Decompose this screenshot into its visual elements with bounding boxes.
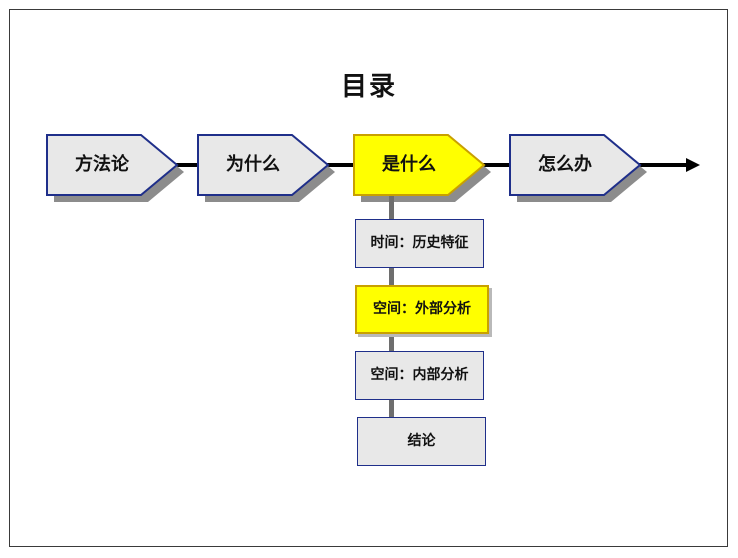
chevron-methodology[interactable] — [46, 134, 179, 196]
chevron-how[interactable] — [509, 134, 642, 196]
connector-line — [389, 196, 394, 219]
sub-item-internal-analysis[interactable]: 空间：内部分析 — [355, 351, 484, 400]
chevron-methodology-label: 方法论 — [75, 154, 129, 175]
chevron-why[interactable] — [197, 134, 330, 196]
sub-item-external-analysis[interactable]: 空间：外部分析 — [355, 285, 489, 334]
chevron-what-label: 是什么 — [382, 154, 436, 175]
chevron-how-label: 怎么办 — [538, 154, 592, 175]
connector-line — [389, 400, 394, 417]
page-title: 目录 — [340, 72, 397, 102]
connector-line — [389, 268, 394, 285]
timeline-arrowhead — [686, 158, 700, 172]
sub-item-history[interactable]: 时间：历史特征 — [355, 219, 484, 268]
connector-line — [389, 334, 394, 351]
sub-item-conclusion[interactable]: 结论 — [357, 417, 486, 466]
chevron-what[interactable] — [353, 134, 486, 196]
chevron-why-label: 为什么 — [226, 154, 280, 175]
